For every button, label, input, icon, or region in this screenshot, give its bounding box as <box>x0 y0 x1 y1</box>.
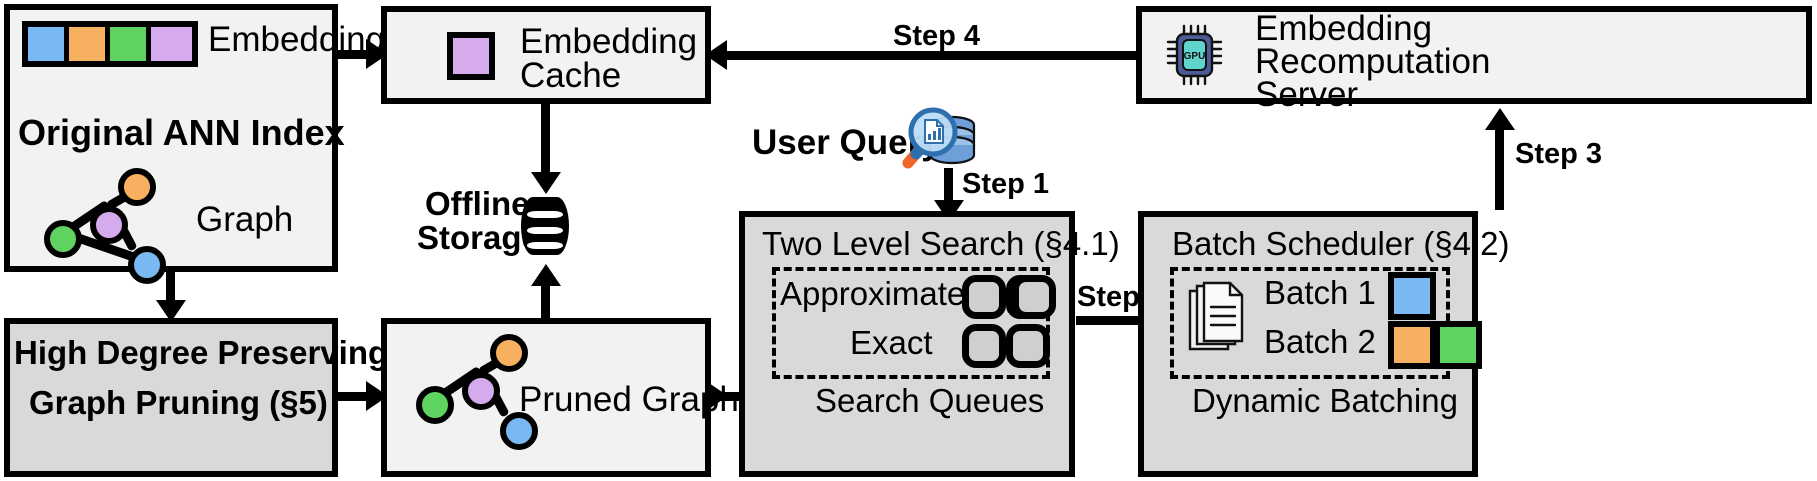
batch-2-swatch-orange <box>1388 321 1436 369</box>
arrow-cache-to-storage-head <box>531 172 561 194</box>
arrow-step4-head <box>705 40 727 70</box>
graph-pruning-box <box>4 318 338 477</box>
arrow-step2-line <box>1076 316 1148 325</box>
original-ann-index-title: Original ANN Index <box>18 112 345 153</box>
gpu-chip-icon: GPU <box>1166 24 1223 86</box>
embedding-swatch-purple <box>151 27 192 61</box>
embedding-swatch-green <box>110 27 152 61</box>
arrow-index-to-cache-line <box>338 50 347 54</box>
db-gap <box>527 242 563 249</box>
graph-pruning-line1: High Degree Preserving <box>14 334 389 371</box>
batch-1-swatch-blue <box>1388 272 1436 320</box>
graph-node-blue <box>128 246 166 284</box>
embedding-recomputation-server-box <box>1136 6 1812 104</box>
two-level-search-title: Two Level Search (§4.1) <box>762 225 1120 262</box>
graph-label: Graph <box>196 200 294 239</box>
embedding-swatch-blue <box>28 27 70 61</box>
step3-label: Step 3 <box>1515 138 1603 170</box>
exact-queue-slot[interactable] <box>962 324 1006 368</box>
arrow-index-to-pruning-head <box>156 300 186 322</box>
db-gap <box>527 211 563 218</box>
arrow-step3-line <box>1495 130 1504 210</box>
batch-1-label: Batch 1 <box>1264 274 1376 311</box>
graph-node-green <box>44 220 82 258</box>
step1-label: Step 1 <box>962 168 1050 200</box>
step4-label: Step 4 <box>893 20 981 52</box>
batch-2-swatch-green <box>1434 321 1482 369</box>
arrow-cache-to-storage-line <box>541 104 550 176</box>
search-queues-region <box>772 267 1050 379</box>
embedding-swatch-strip <box>22 21 198 67</box>
graph-pruning-line2: Graph Pruning (§5) <box>29 384 328 421</box>
arrow-prunedgraph-to-storage-head <box>531 264 561 286</box>
arrow-step3-head <box>1485 108 1515 130</box>
arrow-prunedgraph-to-storage-line <box>541 286 550 320</box>
approximate-queue-slot[interactable] <box>962 275 1006 319</box>
user-query-label: User Query <box>752 123 941 162</box>
original-graph-widget <box>40 168 175 284</box>
arrow-prunedgraph-to-search-head <box>706 381 728 411</box>
embedding-cache-title-line1: Embedding <box>520 22 698 61</box>
arrow-index-to-pruning-line <box>166 272 175 304</box>
approximate-queue-slot[interactable] <box>1012 275 1056 319</box>
arrow-step1-line <box>944 168 953 204</box>
recompute-server-title-line3: Server <box>1255 75 1359 114</box>
purple-square-icon <box>447 32 495 80</box>
search-queues-footer: Search Queues <box>815 382 1045 419</box>
pruned-graph-widget <box>412 334 547 450</box>
exact-row-label: Exact <box>850 324 933 361</box>
batch-2-label: Batch 2 <box>1264 323 1376 360</box>
exact-queue-slot[interactable] <box>1006 324 1050 368</box>
svg-text:GPU: GPU <box>1184 51 1206 62</box>
embedding-cache-box <box>381 6 711 104</box>
documents-stack-icon <box>1188 281 1244 351</box>
offline-storage-label-line2: Storage <box>417 219 540 256</box>
database-cylinder-icon <box>521 197 569 255</box>
arrow-step4-line <box>718 51 1138 60</box>
graph-node-purple <box>462 372 500 410</box>
graph-node-orange <box>118 168 156 206</box>
dynamic-batching-footer: Dynamic Batching <box>1192 382 1458 419</box>
arrow-index-to-cache-line <box>338 50 372 59</box>
embedding-cache-title-line2: Cache <box>520 56 622 95</box>
offline-storage-label-line1: Offline <box>425 185 530 222</box>
db-gap <box>527 227 563 234</box>
graph-node-purple <box>90 206 128 244</box>
recompute-server-title-line2: Recomputation <box>1255 42 1491 81</box>
recompute-server-title-line1: Embedding <box>1255 9 1433 48</box>
magnifier-over-database-icon <box>902 107 976 169</box>
pruned-graph-box <box>381 318 711 477</box>
batch-scheduler-title: Batch Scheduler (§4.2) <box>1172 225 1510 262</box>
embedding-swatch-orange <box>69 27 111 61</box>
approximate-row-label: Approximate <box>780 275 966 312</box>
arrow-pruning-to-prunedgraph-line <box>338 392 372 401</box>
graph-node-orange <box>490 334 528 372</box>
graph-node-green <box>416 386 454 424</box>
graph-node-blue <box>500 412 538 450</box>
